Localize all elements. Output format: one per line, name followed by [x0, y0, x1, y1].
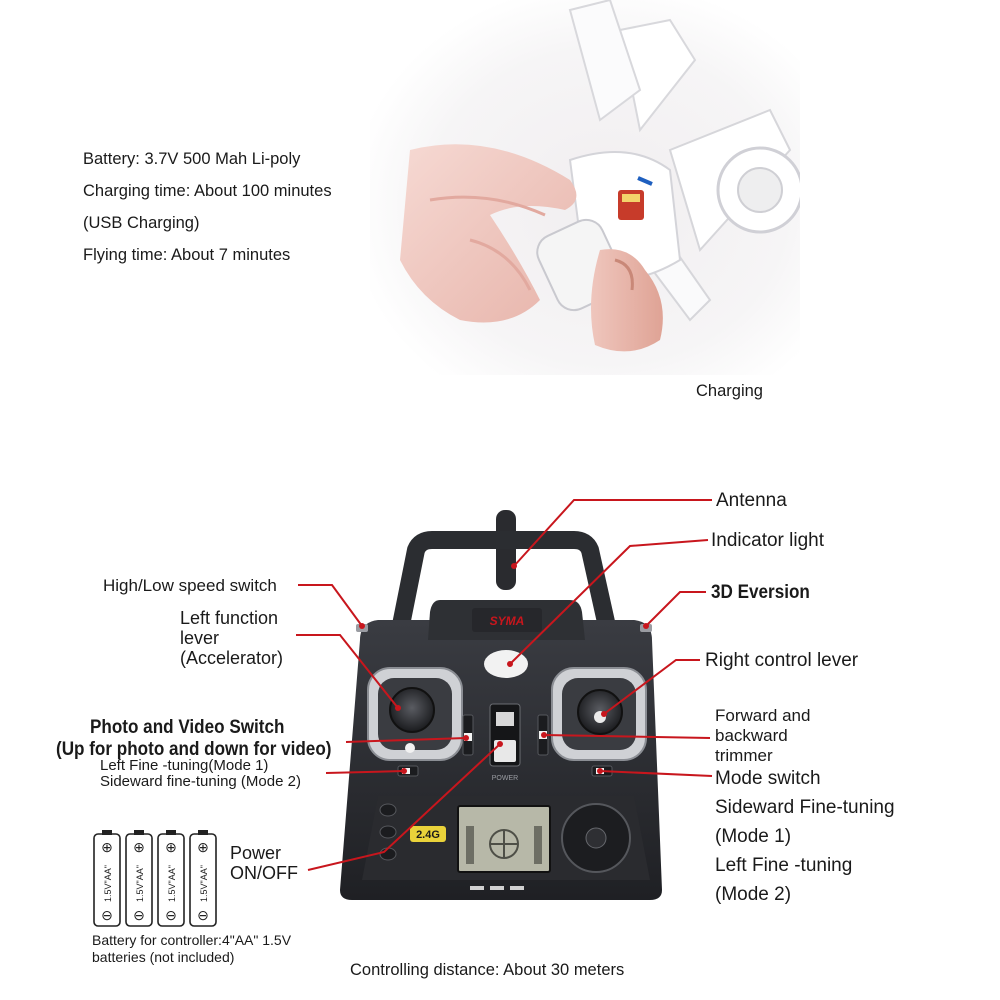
label-fb-trim-line1: Forward and [715, 706, 811, 725]
spec-flying-time: Flying time: About 7 minutes [83, 246, 291, 264]
callout-indicator [509, 539, 709, 665]
label-photo-video-line1: Photo and Video Switch [90, 717, 285, 738]
svg-text:1.5V"AA": 1.5V"AA" [199, 865, 209, 902]
label-side-fine-line2: (Mode 1) [715, 826, 792, 847]
label-fb-trim-line2: backward [715, 726, 788, 745]
brand-badge [472, 608, 542, 632]
carry-handle [389, 531, 619, 642]
svg-text:⊕: ⊕ [197, 839, 209, 855]
label-indicator-light: Indicator light [711, 530, 825, 551]
power-label: POWER [492, 775, 518, 782]
left-stick [389, 687, 435, 733]
label-speed-switch: High/Low speed switch [103, 576, 277, 595]
callout-right-lever [603, 659, 700, 715]
label-antenna: Antenna [716, 490, 787, 511]
label-photo-video-line2: (Up for photo and down for video) [56, 739, 332, 760]
svg-text:⊕: ⊕ [165, 839, 177, 855]
label-side-fine-line3: Left Fine -tuning [715, 855, 853, 876]
svg-text:1.5V"AA": 1.5V"AA" [135, 865, 145, 902]
freq-badge [410, 826, 446, 842]
label-power-line2: ON/OFF [230, 863, 298, 883]
brand-logo: SYMA [490, 614, 525, 628]
aa-battery: ⊕ ⊖ 1.5V"AA" [157, 830, 185, 927]
label-left-fine-line2: Sideward fine-tuning (Mode 2) [100, 773, 301, 790]
label-left-lever-line2: lever [180, 628, 220, 648]
indicator-light [484, 650, 528, 678]
callout-power [307, 743, 501, 871]
label-right-lever: Right control lever [705, 650, 859, 671]
controlling-distance: Controlling distance: About 30 meters [350, 961, 625, 979]
callout-speed-switch [298, 584, 363, 627]
callout-antenna [513, 499, 712, 567]
svg-text:⊖: ⊖ [197, 907, 209, 923]
antenna-mast [496, 510, 516, 590]
spec-usb: (USB Charging) [83, 214, 200, 232]
label-left-lever-line3: (Accelerator) [180, 648, 284, 668]
svg-text:⊕: ⊕ [101, 839, 113, 855]
svg-text:1.5V"AA": 1.5V"AA" [103, 865, 113, 902]
svg-text:2.4G: 2.4G [416, 829, 440, 841]
svg-text:⊖: ⊖ [165, 907, 177, 923]
charging-caption: Charging [696, 382, 763, 400]
aa-battery: ⊕ ⊖ 1.5V"AA" [125, 830, 153, 927]
spec-list: Battery: 3.7V 500 Mah Li-poly Charging t… [83, 143, 332, 271]
label-side-fine-line4: (Mode 2) [715, 884, 792, 905]
spec-charging-time: Charging time: About 100 minutes [83, 182, 332, 200]
callout-photo-video [345, 737, 467, 743]
label-3d-eversion: 3D Eversion [711, 582, 810, 603]
svg-text:⊖: ⊖ [101, 907, 113, 923]
svg-text:⊖: ⊖ [133, 907, 145, 923]
callout-mode-switch [599, 770, 713, 777]
callout-fb-trim [543, 734, 711, 739]
svg-text:1.5V"AA": 1.5V"AA" [167, 865, 177, 902]
charging-photo [370, 0, 800, 375]
battery-note-line1: Battery for controller:4"AA" 1.5V [92, 932, 292, 948]
callout-lines [296, 499, 713, 871]
callout-left-lever [296, 634, 399, 709]
callout-eversion [645, 591, 706, 627]
label-side-fine-line1: Sideward Fine-tuning [715, 797, 895, 818]
label-mode-switch: Mode switch [715, 768, 821, 789]
label-left-lever-line1: Left function [180, 608, 279, 628]
callout-left-fine [325, 770, 405, 774]
spec-battery: Battery: 3.7V 500 Mah Li-poly [83, 150, 301, 168]
label-left-fine-line1: Left Fine -tuning(Mode 1) [100, 757, 269, 774]
aa-battery: ⊕ ⊖ 1.5V"AA" [93, 830, 121, 927]
battery-note-line2: batteries (not included) [92, 949, 235, 965]
aa-batteries: ⊕ ⊖ 1.5V"AA" ⊕ ⊖ 1.5V"AA" ⊕ ⊖ 1.5V"AA" ⊕… [93, 830, 217, 927]
svg-text:⊕: ⊕ [133, 839, 145, 855]
label-power-line1: Power [230, 843, 282, 863]
aa-battery: ⊕ ⊖ 1.5V"AA" [189, 830, 217, 927]
label-fb-trim-line3: trimmer [715, 746, 773, 765]
